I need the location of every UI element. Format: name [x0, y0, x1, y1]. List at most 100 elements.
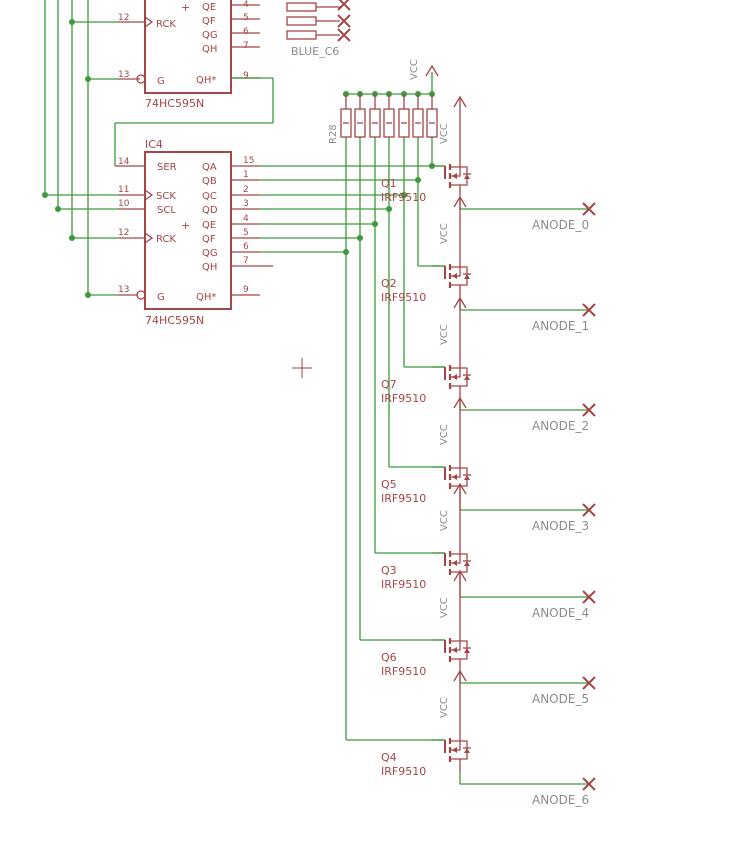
- gate-wires: [260, 137, 445, 741]
- ic4-pin-g: G: [157, 292, 165, 303]
- mosfet-part: IRF9510: [381, 191, 426, 204]
- top-pin-num-12: 12: [118, 13, 129, 23]
- vcc-arrow-icon: [453, 482, 467, 495]
- anode-label: ANODE_0: [532, 218, 589, 232]
- top-pin-qg: QG: [202, 30, 218, 41]
- ic4-name: 74HC595N: [145, 314, 204, 327]
- ic4-pin-qe: QE: [202, 220, 216, 231]
- top-chip-body: [144, 0, 232, 94]
- anode-wire: [459, 673, 589, 684]
- ic4-pin-num-14: 14: [118, 157, 130, 167]
- no-connect-icon: [582, 303, 596, 317]
- ic4-pin-qhstar: QH*: [196, 292, 216, 303]
- crosshair-cursor-icon: [292, 358, 312, 378]
- anode-wire: [459, 400, 589, 411]
- vcc-arrow-icon: [453, 396, 467, 409]
- source-lead: [450, 353, 461, 369]
- ic4-pin-rck: RCK: [156, 234, 176, 245]
- drain-lead: [450, 758, 461, 773]
- top-pin-qf: QF: [202, 16, 216, 27]
- no-connect-icon: [582, 202, 596, 216]
- no-connect-icon: [582, 590, 596, 604]
- vcc-label: VCC: [439, 597, 450, 618]
- ic4-pin-num-13: 13: [118, 285, 129, 295]
- ic4-pin-qd: QD: [202, 205, 218, 216]
- anode-label: ANODE_5: [532, 692, 589, 706]
- ic4-pin-scl: SCL: [157, 205, 176, 216]
- drain-lead: [450, 284, 461, 299]
- mosfet-ref: Q5: [381, 478, 397, 491]
- anode-label: ANODE_1: [532, 319, 589, 333]
- resistor-label-r28: R28: [328, 124, 339, 144]
- diode-icon: [464, 274, 470, 279]
- top-pin-rck: RCK: [156, 19, 176, 30]
- diode-icon: [464, 648, 470, 653]
- vcc-arrow-icon: [453, 569, 467, 582]
- top-pin-qh: QH: [202, 44, 217, 55]
- mosfet-part: IRF9510: [381, 665, 426, 678]
- vcc-arrow-icon: [453, 95, 467, 108]
- top-pin-num-5: 5: [243, 13, 249, 23]
- no-connect-icon: [582, 403, 596, 417]
- body-arrow-icon: [452, 273, 457, 279]
- diode-icon: [464, 475, 470, 480]
- ic4-pin-num-12: 12: [118, 228, 129, 238]
- top-pin-num-13: 13: [118, 70, 129, 80]
- ic4-pin-ser: SER: [157, 162, 177, 173]
- vcc-arrow-icon: [453, 669, 467, 682]
- ic4-pin-num-6: 6: [243, 242, 249, 252]
- source-lead: [450, 152, 461, 168]
- vcc-label: VCC: [439, 324, 450, 345]
- vcc-label: VCC: [439, 697, 450, 718]
- source-lead: [450, 252, 461, 268]
- ic4-pin-num-15: 15: [243, 156, 254, 166]
- body-arrow-icon: [452, 560, 457, 566]
- anode-wire: [459, 199, 589, 210]
- anode-label: ANODE_3: [532, 519, 589, 533]
- anode-wire: [459, 586, 589, 598]
- resistor-array: R28 VCC: [328, 59, 439, 144]
- ic4-pin-num-7: 7: [243, 256, 249, 266]
- top-res-1: [286, 2, 317, 12]
- ic4-pin-qc: QC: [202, 191, 217, 202]
- top-chip: QE QF QG QH QH* 4 5 6 7 9 RCK 12 G 13 + …: [118, 0, 351, 110]
- vcc-label: VCC: [439, 123, 450, 144]
- mosfet-ref: Q1: [381, 177, 397, 190]
- mosfet-ref: Q4: [381, 751, 397, 764]
- source-lead: [450, 726, 461, 742]
- ic4-pin-qf: QF: [202, 234, 216, 245]
- anode-wire: [459, 773, 589, 785]
- anode-label: ANODE_2: [532, 419, 589, 433]
- mosfet-part: IRF9510: [381, 578, 426, 591]
- top-pin-num-4: 4: [243, 0, 249, 10]
- mosfet-part: IRF9510: [381, 291, 426, 304]
- ic4-pin-sck: SCK: [156, 191, 176, 202]
- diode-icon: [464, 375, 470, 380]
- source-lead: [450, 626, 461, 642]
- source-lead: [450, 539, 461, 555]
- diode-icon: [464, 174, 470, 179]
- ic4-pin-num-2: 2: [243, 185, 249, 195]
- vcc-label: VCC: [439, 424, 450, 445]
- top-pin-num-7: 7: [243, 41, 249, 51]
- top-pin-num-9: 9: [243, 71, 249, 81]
- ic4-pin-qb: QB: [202, 176, 217, 187]
- ic4-pin-num-9: 9: [243, 285, 249, 295]
- body-arrow-icon: [452, 747, 457, 753]
- diode-icon: [464, 748, 470, 753]
- mosfet-part: IRF9510: [381, 492, 426, 505]
- anode-label: ANODE_6: [532, 793, 589, 807]
- left-bus-wires: [42, 0, 274, 298]
- drain-lead: [450, 385, 461, 400]
- body-arrow-icon: [452, 374, 457, 380]
- top-plus-mark: +: [181, 1, 190, 14]
- mosfet-group: VCCQ1IRF9510ANODE_0VCCQ2IRF9510ANODE_1VC…: [381, 95, 596, 807]
- drain-lead: [450, 658, 461, 673]
- mosfet-ref: Q7: [381, 378, 397, 391]
- net-label-blue-c6: BLUE_C6: [291, 45, 339, 58]
- ic4-plus-mark: +: [181, 219, 190, 232]
- ic4-pin-num-11: 11: [118, 185, 129, 195]
